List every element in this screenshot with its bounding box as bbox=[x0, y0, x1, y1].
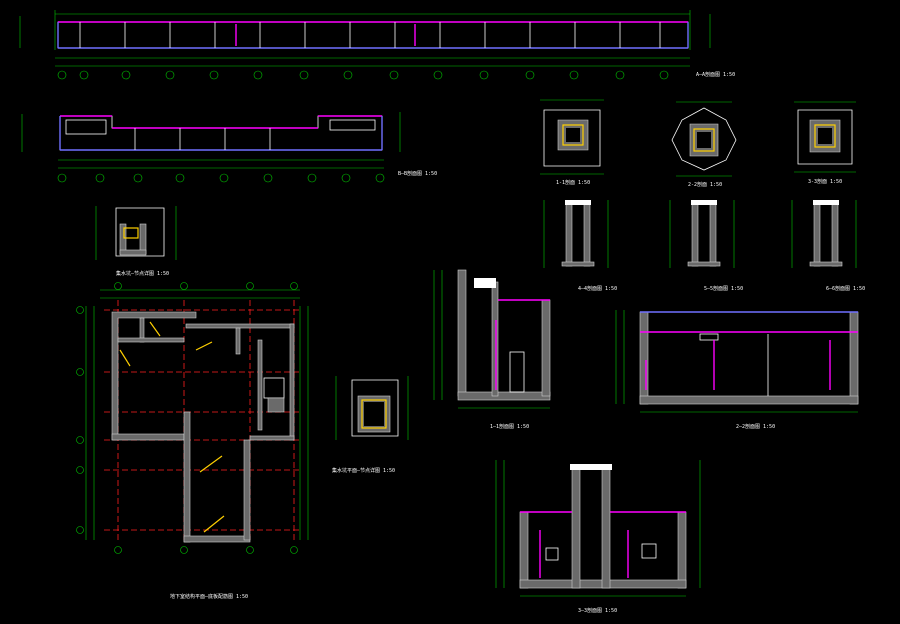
section-5: 5—5剖面图 1:50 bbox=[669, 200, 743, 292]
sec-3-title: 3—3剖面图 1:50 bbox=[578, 607, 617, 614]
small-plan-3: 3-3剖面 1:50 bbox=[794, 101, 856, 185]
elevation-b: B—B剖面图 1:50 bbox=[21, 112, 437, 183]
section-4: 4—4剖面图 1:50 bbox=[543, 200, 617, 292]
section-6: 6—6剖面图 1:50 bbox=[791, 200, 865, 292]
plan-1-title: 1-1剖面 1:50 bbox=[556, 179, 590, 186]
small-plan-1: 1-1剖面 1:50 bbox=[540, 99, 604, 186]
plan-3-title: 3-3剖面 1:50 bbox=[808, 178, 842, 185]
small-plan-2: 2-2剖面 1:50 bbox=[671, 101, 737, 188]
elevation-a: A—A剖面图 1:50 bbox=[19, 10, 735, 80]
detail-small-title: 集水坑—节点详图 1:50 bbox=[116, 270, 169, 277]
sec-5-title: 5—5剖面图 1:50 bbox=[704, 285, 743, 292]
detail-small: 集水坑—节点详图 1:50 bbox=[95, 206, 177, 277]
section-2-big: 2—2剖面图 1:50 bbox=[615, 310, 859, 430]
elev-a-title: A—A剖面图 1:50 bbox=[696, 71, 735, 78]
section-3-big: 3—3剖面图 1:50 bbox=[495, 460, 701, 614]
sec-1-title: 1—1剖面图 1:50 bbox=[490, 423, 529, 430]
sec-6-title: 6—6剖面图 1:50 bbox=[826, 285, 865, 292]
elev-b-title: B—B剖面图 1:50 bbox=[398, 170, 437, 177]
detail-mid: 集水坑平面—节点详图 1:50 bbox=[332, 376, 409, 474]
section-1-big: 1—1剖面图 1:50 bbox=[433, 269, 551, 430]
sec-4-title: 4—4剖面图 1:50 bbox=[578, 285, 617, 292]
sec-2-title: 2—2剖面图 1:50 bbox=[736, 423, 775, 430]
main-plan-title: 地下室结构平面—底板配筋图 1:50 bbox=[170, 593, 248, 600]
main-plan: 地下室结构平面—底板配筋图 1:50 bbox=[76, 282, 309, 600]
detail-mid-title: 集水坑平面—节点详图 1:50 bbox=[332, 467, 395, 474]
plan-2-title: 2-2剖面 1:50 bbox=[688, 181, 722, 188]
